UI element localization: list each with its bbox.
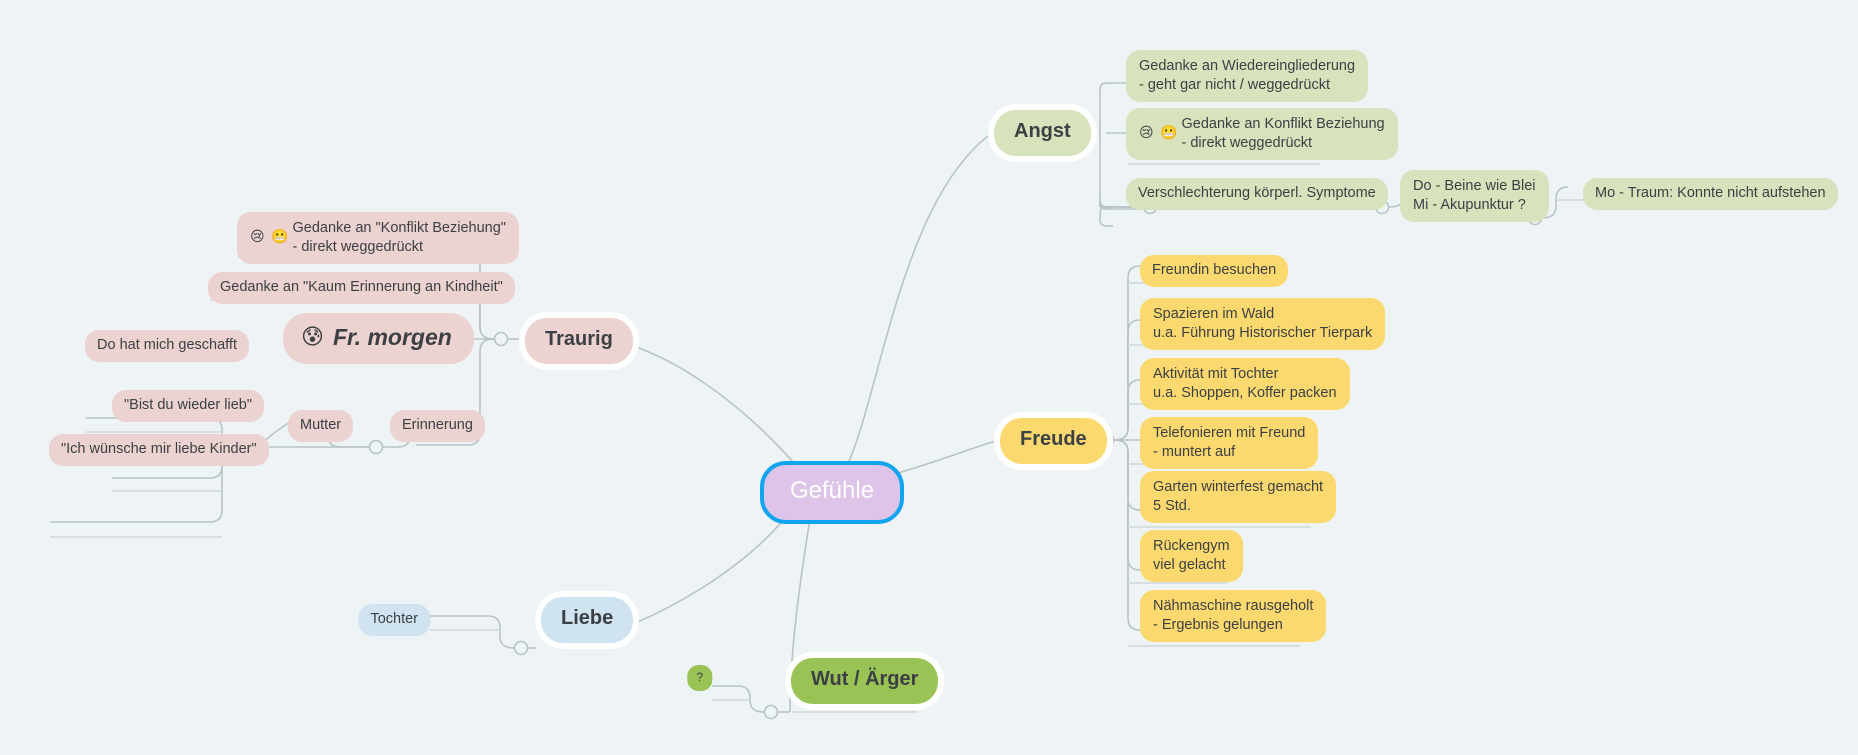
leaf-fragezeichen[interactable]: ? [687, 665, 712, 692]
edge-wut-q [712, 685, 765, 713]
leaf-garten-winterfest[interactable]: Garten winterfest gemacht 5 Std. [1140, 471, 1337, 524]
collapse-handle-erinnerung [368, 439, 384, 455]
leaf-text: Tochter [370, 611, 418, 627]
branch-label-liebe: Liebe [561, 607, 614, 629]
branch-label-freude: Freude [1020, 428, 1087, 450]
leaf-text: ? [696, 670, 703, 684]
branch-node-angst[interactable]: Angst [994, 110, 1091, 156]
crying-grimacing-emoji: 😢 😬 [1139, 124, 1179, 141]
leaf-text: Mutter [300, 417, 342, 433]
leaf-traurig-konflikt-beziehung[interactable]: 😢 😬 Gedanke an "Konflikt Beziehung" - di… [237, 212, 519, 265]
branch-node-traurig[interactable]: Traurig [525, 318, 633, 364]
leaf-aktivitaet-mit-tochter[interactable]: Aktivität mit Tochter u.a. Shoppen, Koff… [1140, 358, 1350, 411]
collapse-handle-wut [763, 704, 779, 720]
branch-label-wut: Wut / Ärger [811, 668, 919, 690]
leaf-text: Gedanke an Konflikt Beziehung - direkt w… [1181, 116, 1385, 151]
leaf-text: Aktivität mit Tochter u.a. Shoppen, Koff… [1153, 366, 1337, 401]
leaf-text: "Ich wünsche mir liebe Kinder" [61, 441, 257, 457]
leaf-rueckengym[interactable]: Rückengym viel gelacht [1140, 530, 1243, 583]
leaf-text: Gedanke an Wiedereingliederung - geht ga… [1139, 58, 1356, 93]
edge-liebe-tochter [430, 615, 515, 649]
leaf-text: Verschlechterung körperl. Symptome [1138, 185, 1376, 201]
leaf-mutter[interactable]: Mutter [288, 410, 354, 442]
branch-label-angst: Angst [1014, 120, 1071, 142]
leaf-text: Garten winterfest gemacht 5 Std. [1153, 479, 1324, 514]
root-node-gefuehle[interactable]: Gefühle [760, 461, 905, 524]
branch-node-liebe[interactable]: Liebe [541, 597, 634, 643]
leaf-text: "Bist du wieder lieb" [124, 397, 252, 413]
leaf-text: Gedanke an "Konflikt Beziehung" - direkt… [292, 220, 506, 255]
crying-grimacing-emoji: 😢 😬 [250, 228, 290, 245]
node-fr-morgen[interactable]: 😰 Fr. morgen [283, 313, 474, 365]
leaf-angst-konflikt-beziehung[interactable]: 😢 😬 Gedanke an Konflikt Beziehung - dire… [1126, 108, 1398, 161]
leaf-angst-wiedereingliederung[interactable]: Gedanke an Wiedereingliederung - geht ga… [1126, 50, 1369, 103]
leaf-freundin-besuchen[interactable]: Freundin besuchen [1140, 255, 1289, 287]
edge-noop4 [1100, 196, 1113, 220]
edge-root-angst [844, 132, 993, 471]
branch-label-traurig: Traurig [545, 328, 613, 350]
branch-node-wut-aerger[interactable]: Wut / Ärger [791, 658, 939, 704]
leaf-text: Gedanke an "Kaum Erinnerung an Kindheit" [220, 279, 503, 295]
leaf-text: Mo - Traum: Konnte nicht aufstehen [1595, 185, 1826, 201]
leaf-kaum-erinnerung-kindheit[interactable]: Gedanke an "Kaum Erinnerung an Kindheit" [208, 272, 515, 304]
node-label: Fr. morgen [332, 324, 452, 350]
leaf-mo-traum[interactable]: Mo - Traum: Konnte nicht aufstehen [1583, 178, 1838, 210]
edge-angst-c3a [1099, 206, 1143, 227]
edge-root-traurig [599, 338, 801, 471]
leaf-erinnerung[interactable]: Erinnerung [390, 410, 485, 442]
leaf-text: Rückengym viel gelacht [1153, 538, 1230, 573]
edge-angst-dummy [1100, 209, 1113, 222]
collapse-handle-liebe [513, 640, 529, 656]
anxious-sweat-emoji: 😰 [301, 324, 324, 350]
leaf-tochter[interactable]: Tochter [358, 604, 430, 636]
leaf-text: Do hat mich geschafft [97, 337, 237, 353]
root-label: Gefühle [790, 477, 875, 504]
leaf-telefonieren-mit-freund[interactable]: Telefonieren mit Freund - muntert auf [1140, 417, 1319, 470]
leaf-ich-wuensche-liebe-kinder[interactable]: "Ich wünsche mir liebe Kinder" [49, 434, 269, 466]
leaf-bist-du-wieder-lieb[interactable]: "Bist du wieder lieb" [112, 390, 264, 422]
edge-angst-dummy2 [1100, 198, 1113, 210]
leaf-do-hat-mich-geschafft[interactable]: Do hat mich geschafft [85, 330, 249, 362]
leaf-text: Telefonieren mit Freund - muntert auf [1153, 425, 1306, 460]
leaf-naehmaschine[interactable]: Nähmaschine rausgeholt - Ergebnis gelung… [1140, 590, 1327, 643]
edge-angst-noop [1100, 193, 1113, 215]
leaf-text: Do - Beine wie Blei Mi - Akupunktur ? [1413, 178, 1536, 213]
leaf-spazieren-im-wald[interactable]: Spazieren im Wald u.a. Führung Historisc… [1140, 298, 1386, 351]
leaf-text: Spazieren im Wald u.a. Führung Historisc… [1153, 306, 1373, 341]
leaf-text: Freundin besuchen [1152, 262, 1277, 278]
leaf-do-beine-wie-blei[interactable]: Do - Beine wie Blei Mi - Akupunktur ? [1400, 170, 1549, 223]
leaf-text: Nähmaschine rausgeholt - Ergebnis gelung… [1153, 598, 1314, 633]
leaf-text: Erinnerung [402, 417, 473, 433]
leaf-angst-symptome[interactable]: Verschlechterung körperl. Symptome [1126, 178, 1388, 210]
branch-node-freude[interactable]: Freude [1000, 418, 1107, 464]
edge-freude-1 [1113, 265, 1255, 441]
collapse-handle-traurig [493, 331, 509, 347]
